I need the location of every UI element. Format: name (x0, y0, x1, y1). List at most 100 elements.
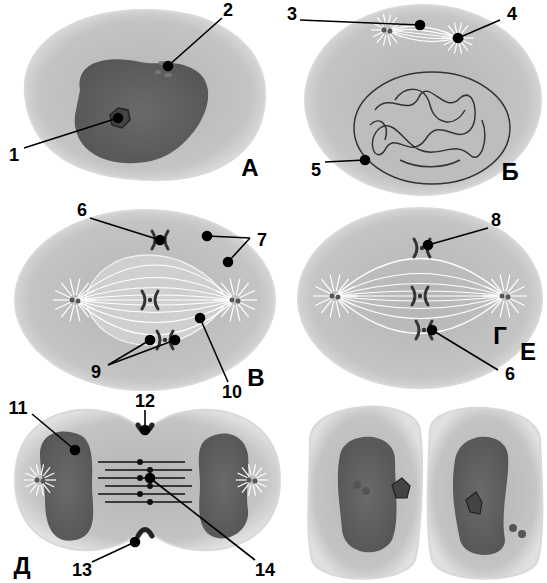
aster-ray (36, 485, 38, 496)
aster-ray (230, 305, 234, 322)
aster-ray (213, 299, 230, 300)
metaphase-cell-part (298, 208, 542, 388)
aster-ray (377, 17, 384, 26)
spindle-fibers (335, 259, 505, 334)
aster-ray (444, 31, 454, 36)
aster-ray (392, 29, 403, 30)
leader-dot (224, 258, 233, 267)
aster-ray (55, 302, 70, 309)
aster-ray (510, 295, 527, 296)
centromere (418, 294, 422, 298)
aster-ray (45, 479, 56, 480)
aster-ray (238, 473, 248, 478)
daughter-cells-part (308, 407, 422, 579)
spindle-fiber (335, 274, 505, 297)
chromatid (165, 231, 168, 249)
leader-line (150, 478, 255, 560)
leader-dot (131, 538, 140, 547)
aster-ray (80, 299, 97, 300)
leader-dot (361, 156, 370, 165)
prometaphase-cell (15, 210, 275, 390)
leader-line (458, 20, 500, 38)
aster-ray (24, 479, 35, 480)
chromosome (412, 287, 428, 305)
aster-ray (459, 43, 461, 54)
aster-ray (463, 40, 473, 45)
interphase-cell-part (164, 73, 172, 77)
prophase-cell (305, 5, 541, 195)
daughter-cells-part (353, 481, 361, 489)
aster-ray (221, 283, 232, 296)
aster-ray (463, 37, 474, 38)
aster-ray (255, 467, 262, 476)
callout-number: 6 (505, 365, 515, 383)
leader-line (108, 340, 175, 365)
daughter-cells-part (466, 492, 482, 514)
aster-ray (459, 22, 461, 33)
spindle-fiber (387, 30, 458, 42)
aster-ray (45, 473, 55, 478)
spindle-layer (24, 14, 527, 495)
aster-ray (240, 299, 257, 300)
telophase-cell-part (98, 460, 192, 504)
chromosome (152, 231, 168, 249)
leader-line (428, 228, 488, 245)
centriole (70, 298, 75, 303)
spindle-fibers (75, 265, 235, 335)
aster-ray (338, 300, 349, 313)
chromatid (152, 231, 155, 249)
leader-dot (203, 232, 212, 241)
centriole (35, 478, 40, 483)
telophase-cell-part-part (148, 484, 152, 488)
aster-ray (377, 34, 384, 43)
leader-dot (196, 314, 205, 323)
callout-number: 12 (135, 392, 155, 410)
spindle-fiber (387, 29, 458, 38)
leader-line (92, 542, 135, 562)
aster-ray (448, 42, 455, 51)
prometaphase-cell-part (15, 210, 275, 390)
centriole (236, 299, 241, 304)
leader-dot (164, 62, 173, 71)
centromere (163, 338, 167, 342)
callout-number: 5 (311, 161, 321, 179)
centromere (148, 298, 152, 302)
interphase-cell-part (110, 108, 130, 128)
leader-dot (146, 474, 155, 483)
centriole (388, 29, 393, 34)
aster-ray (255, 484, 262, 493)
leader-line (24, 118, 118, 148)
aster (371, 14, 403, 45)
aster-ray (506, 275, 510, 292)
metaphase-cell (298, 208, 542, 388)
chromatid (414, 239, 417, 257)
leader-dot (428, 326, 437, 335)
aster-ray (461, 42, 468, 51)
spindle-fiber (387, 30, 458, 38)
callout-number: 10 (222, 383, 242, 401)
aster-ray (388, 35, 390, 46)
chromosome (142, 291, 158, 309)
aster-ray (485, 298, 500, 305)
aster (442, 22, 474, 53)
aster-ray (371, 29, 382, 30)
aster-ray (238, 304, 249, 317)
leader-line (90, 218, 160, 240)
leader-line (207, 236, 250, 238)
aster-ray (230, 279, 234, 296)
callout-number: 6 (77, 201, 87, 219)
centriole (336, 295, 341, 300)
leader-dot (416, 21, 425, 30)
panel-letter: В (247, 366, 264, 390)
leader-dot (71, 446, 80, 455)
aster-ray (340, 295, 357, 296)
leader-dot (454, 34, 463, 43)
panel-letter: Е (520, 340, 536, 364)
aster-ray (30, 467, 37, 476)
aster-ray (76, 305, 80, 322)
aster-ray (448, 25, 455, 34)
callout-number: 7 (257, 231, 267, 249)
chromatid (412, 287, 415, 305)
callout-number: 11 (8, 399, 27, 417)
